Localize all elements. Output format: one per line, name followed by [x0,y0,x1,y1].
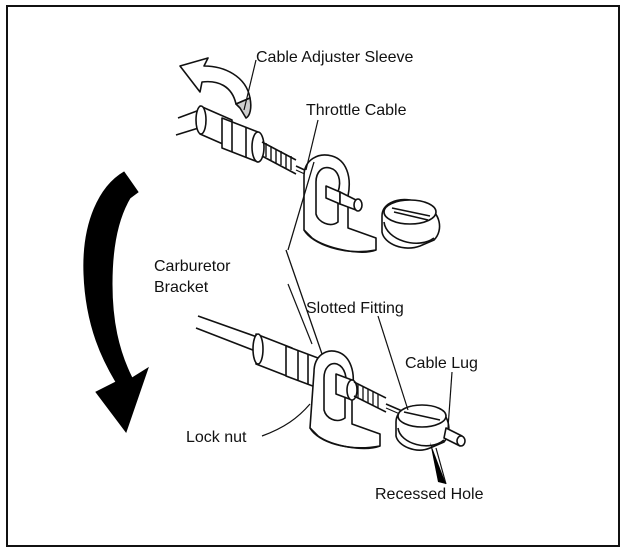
label-slotted-fitting: Slotted Fitting [306,300,404,317]
recessed-hole-pointer [430,442,446,484]
top-housing-end [195,105,207,135]
rotate-arrow [179,57,252,119]
leader-lines [243,59,453,485]
leader-cable-lug [447,371,453,429]
big-rotate-arrow [83,171,149,434]
label-recessed-hole: Recessed Hole [375,486,484,503]
label-cable-lug: Cable Lug [405,355,478,372]
leader-carburetor-bracket [287,283,313,345]
leader-recessed-hole [435,447,447,485]
leader-slotted-fitting [377,315,409,411]
leader-lock-nut [261,403,311,437]
label-lock-nut: Lock nut [186,429,247,446]
link-line-1 [287,161,315,251]
outer-border [6,5,620,547]
link-line-2 [285,249,323,355]
top-assembly [175,105,441,253]
bottom-assembly [195,315,466,451]
top-adjuster-face [251,131,265,163]
label-carburetor-bracket-line1: Carburetor [154,258,231,275]
label-cable-adjuster-sleeve: Cable Adjuster Sleeve [256,49,414,66]
leader-cable-adjuster-sleeve [243,59,257,111]
leader-throttle-cable [305,119,319,171]
label-throttle-cable: Throttle Cable [306,102,407,119]
label-carburetor-bracket-line2: Bracket [154,279,209,296]
